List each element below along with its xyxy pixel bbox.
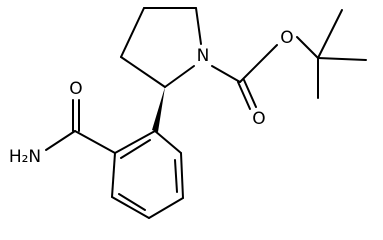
bond-ar-5-6 — [111, 152, 116, 198]
ester-carbonyl-oxygen-label: O — [252, 109, 265, 129]
nitrogen-label: N — [197, 46, 210, 66]
bond-carbonyl-double-o-1 — [237, 81, 251, 110]
pyrrolidine-ring — [120, 7, 202, 88]
bond-carbonyl-double-o-2 — [243, 79, 257, 108]
bond-ring-amide-c — [74, 130, 116, 154]
amide-group — [45, 99, 116, 154]
bond-amide-c-n — [45, 130, 76, 151]
bond-ar-1-2 — [154, 130, 182, 154]
bond-ar-inner-2 — [118, 193, 146, 211]
bond-c5-n — [195, 7, 202, 45]
ester-ether-oxygen-label: O — [280, 28, 293, 48]
bond-ar-inner-1 — [174, 159, 178, 193]
stereo-wedge-bond — [152, 87, 165, 132]
bond-ar-2-3 — [180, 152, 184, 199]
bond-carbonyl-ether-o — [239, 44, 278, 83]
bond-c3-c4 — [120, 7, 145, 58]
bond-c2-c3 — [120, 56, 166, 88]
bond-tbutyl-methyl-2 — [317, 57, 367, 61]
bond-ether-o-tbutyl — [296, 36, 319, 59]
bond-ar-3-4 — [148, 197, 184, 219]
bond-tbutyl-methyl-1 — [317, 9, 343, 59]
amide-nitrogen-label: H₂N — [9, 147, 41, 167]
benzene-ring — [111, 130, 184, 219]
amide-oxygen-label: O — [69, 79, 82, 99]
boc-group — [211, 9, 367, 110]
bond-ar-4-5 — [111, 196, 150, 219]
bond-ar-inner-3 — [120, 139, 151, 159]
bond-ar-6-1 — [114, 130, 156, 154]
bond-n-c2 — [164, 65, 195, 88]
bond-n-carbonyl — [211, 65, 241, 83]
